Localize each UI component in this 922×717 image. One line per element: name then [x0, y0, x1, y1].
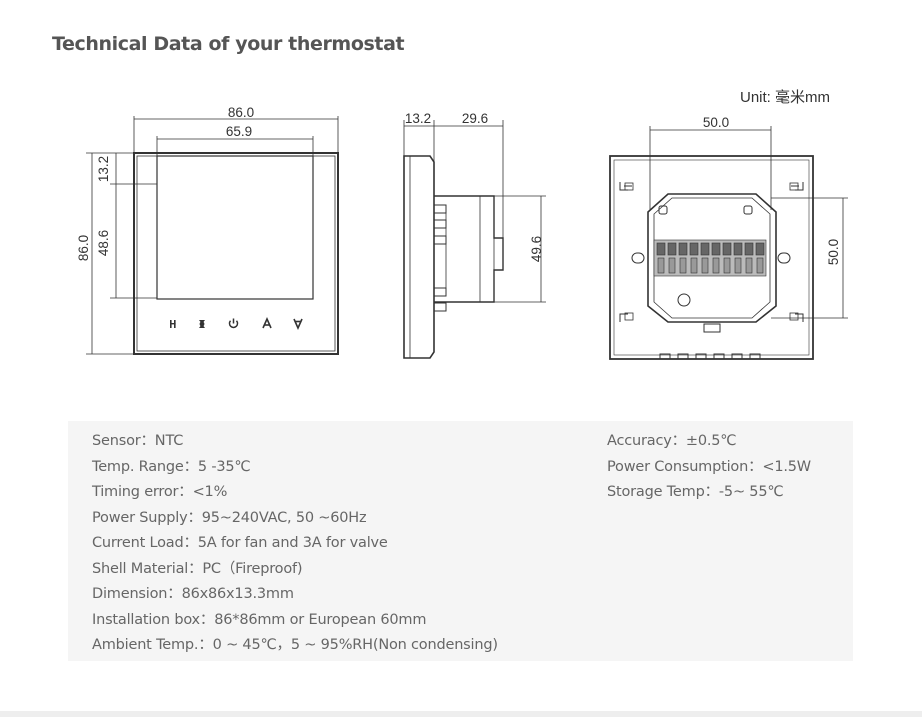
terminal-slot: [756, 257, 764, 274]
spec-timing-error: Timing error：<1%: [92, 484, 228, 500]
terminal-slot: [734, 257, 742, 274]
back-box-height-label: 50.0: [826, 239, 841, 265]
terminal-slot: [723, 257, 731, 274]
spec-power-supply: Power Supply：95~240VAC, 50 ~60Hz: [92, 509, 367, 526]
menu-icon: [170, 320, 176, 328]
terminal-slot: [668, 257, 676, 274]
terminal-screw: [678, 242, 688, 256]
terminal-slot: [690, 257, 698, 274]
spec-accuracy: Accuracy：±0.5℃: [607, 433, 737, 449]
terminal-slot: [657, 257, 665, 274]
page-title: Technical Data of your thermostat: [52, 33, 405, 55]
terminal-slot: [679, 257, 687, 274]
side-back-height-label: 49.6: [529, 236, 544, 262]
spec-installation-box: Installation box：86*86mm or European 60m…: [92, 611, 427, 628]
terminal-screw: [667, 242, 677, 256]
front-screen-height-label: 48.6: [96, 230, 111, 256]
terminal-screw: [689, 242, 699, 256]
terminal-screw: [656, 242, 666, 256]
fan-icon: [199, 320, 205, 328]
down-arrow-icon: [293, 318, 303, 330]
spec-current-load: Current Load：5A for fan and 3A for valve: [92, 535, 388, 551]
terminal-screw: [711, 242, 721, 256]
terminal-screw: [744, 242, 754, 256]
power-icon: [228, 318, 239, 329]
specifications-left-column: Sensor：NTC Temp. Range：5 -35℃ Timing err…: [92, 429, 498, 659]
bottom-divider: [0, 711, 922, 717]
terminal-screw: [733, 242, 743, 256]
terminal-slot: [745, 257, 753, 274]
spec-sensor: Sensor：NTC: [92, 433, 184, 449]
specifications-right-column: Accuracy：±0.5℃ Power Consumption：<1.5W S…: [607, 429, 811, 506]
front-top-margin-label: 13.2: [96, 156, 111, 182]
spec-dimension: Dimension：86x86x13.3mm: [92, 586, 294, 602]
front-buttons: [170, 317, 303, 330]
terminal-slot: [712, 257, 720, 274]
side-front-depth-label: 13.2: [405, 111, 431, 126]
technical-drawings: 86.0 65.9 86.0 13.2 48.6 13.2 29.6 49.6 …: [76, 88, 848, 360]
unit-label: Unit: 毫米mm: [740, 88, 830, 106]
side-back-depth-label: 29.6: [462, 111, 488, 126]
terminal-screw: [700, 242, 710, 256]
spec-power-consumption: Power Consumption：<1.5W: [607, 458, 811, 475]
front-overall-width-label: 86.0: [228, 105, 254, 120]
spec-temp-range: Temp. Range：5 -35℃: [92, 458, 251, 475]
front-screen-width-label: 65.9: [226, 124, 252, 139]
front-overall-height-label: 86.0: [76, 235, 91, 261]
terminal-block: [653, 239, 767, 277]
terminal-screw: [722, 242, 732, 256]
back-box-width-label: 50.0: [703, 115, 729, 130]
spec-ambient-temp: Ambient Temp.：0 ~ 45℃，5 ~ 95%RH(Non cond…: [92, 637, 498, 653]
up-arrow-icon: [262, 317, 272, 329]
front-view-drawing: [86, 116, 339, 355]
terminal-slot: [701, 257, 709, 274]
spec-shell-material: Shell Material：PC（Fireproof): [92, 560, 303, 577]
side-view-drawing: [403, 120, 546, 359]
specifications-panel: Sensor：NTC Temp. Range：5 -35℃ Timing err…: [68, 421, 853, 661]
terminal-screw: [755, 242, 765, 256]
spec-storage-temp: Storage Temp：-5~ 55℃: [607, 484, 784, 500]
